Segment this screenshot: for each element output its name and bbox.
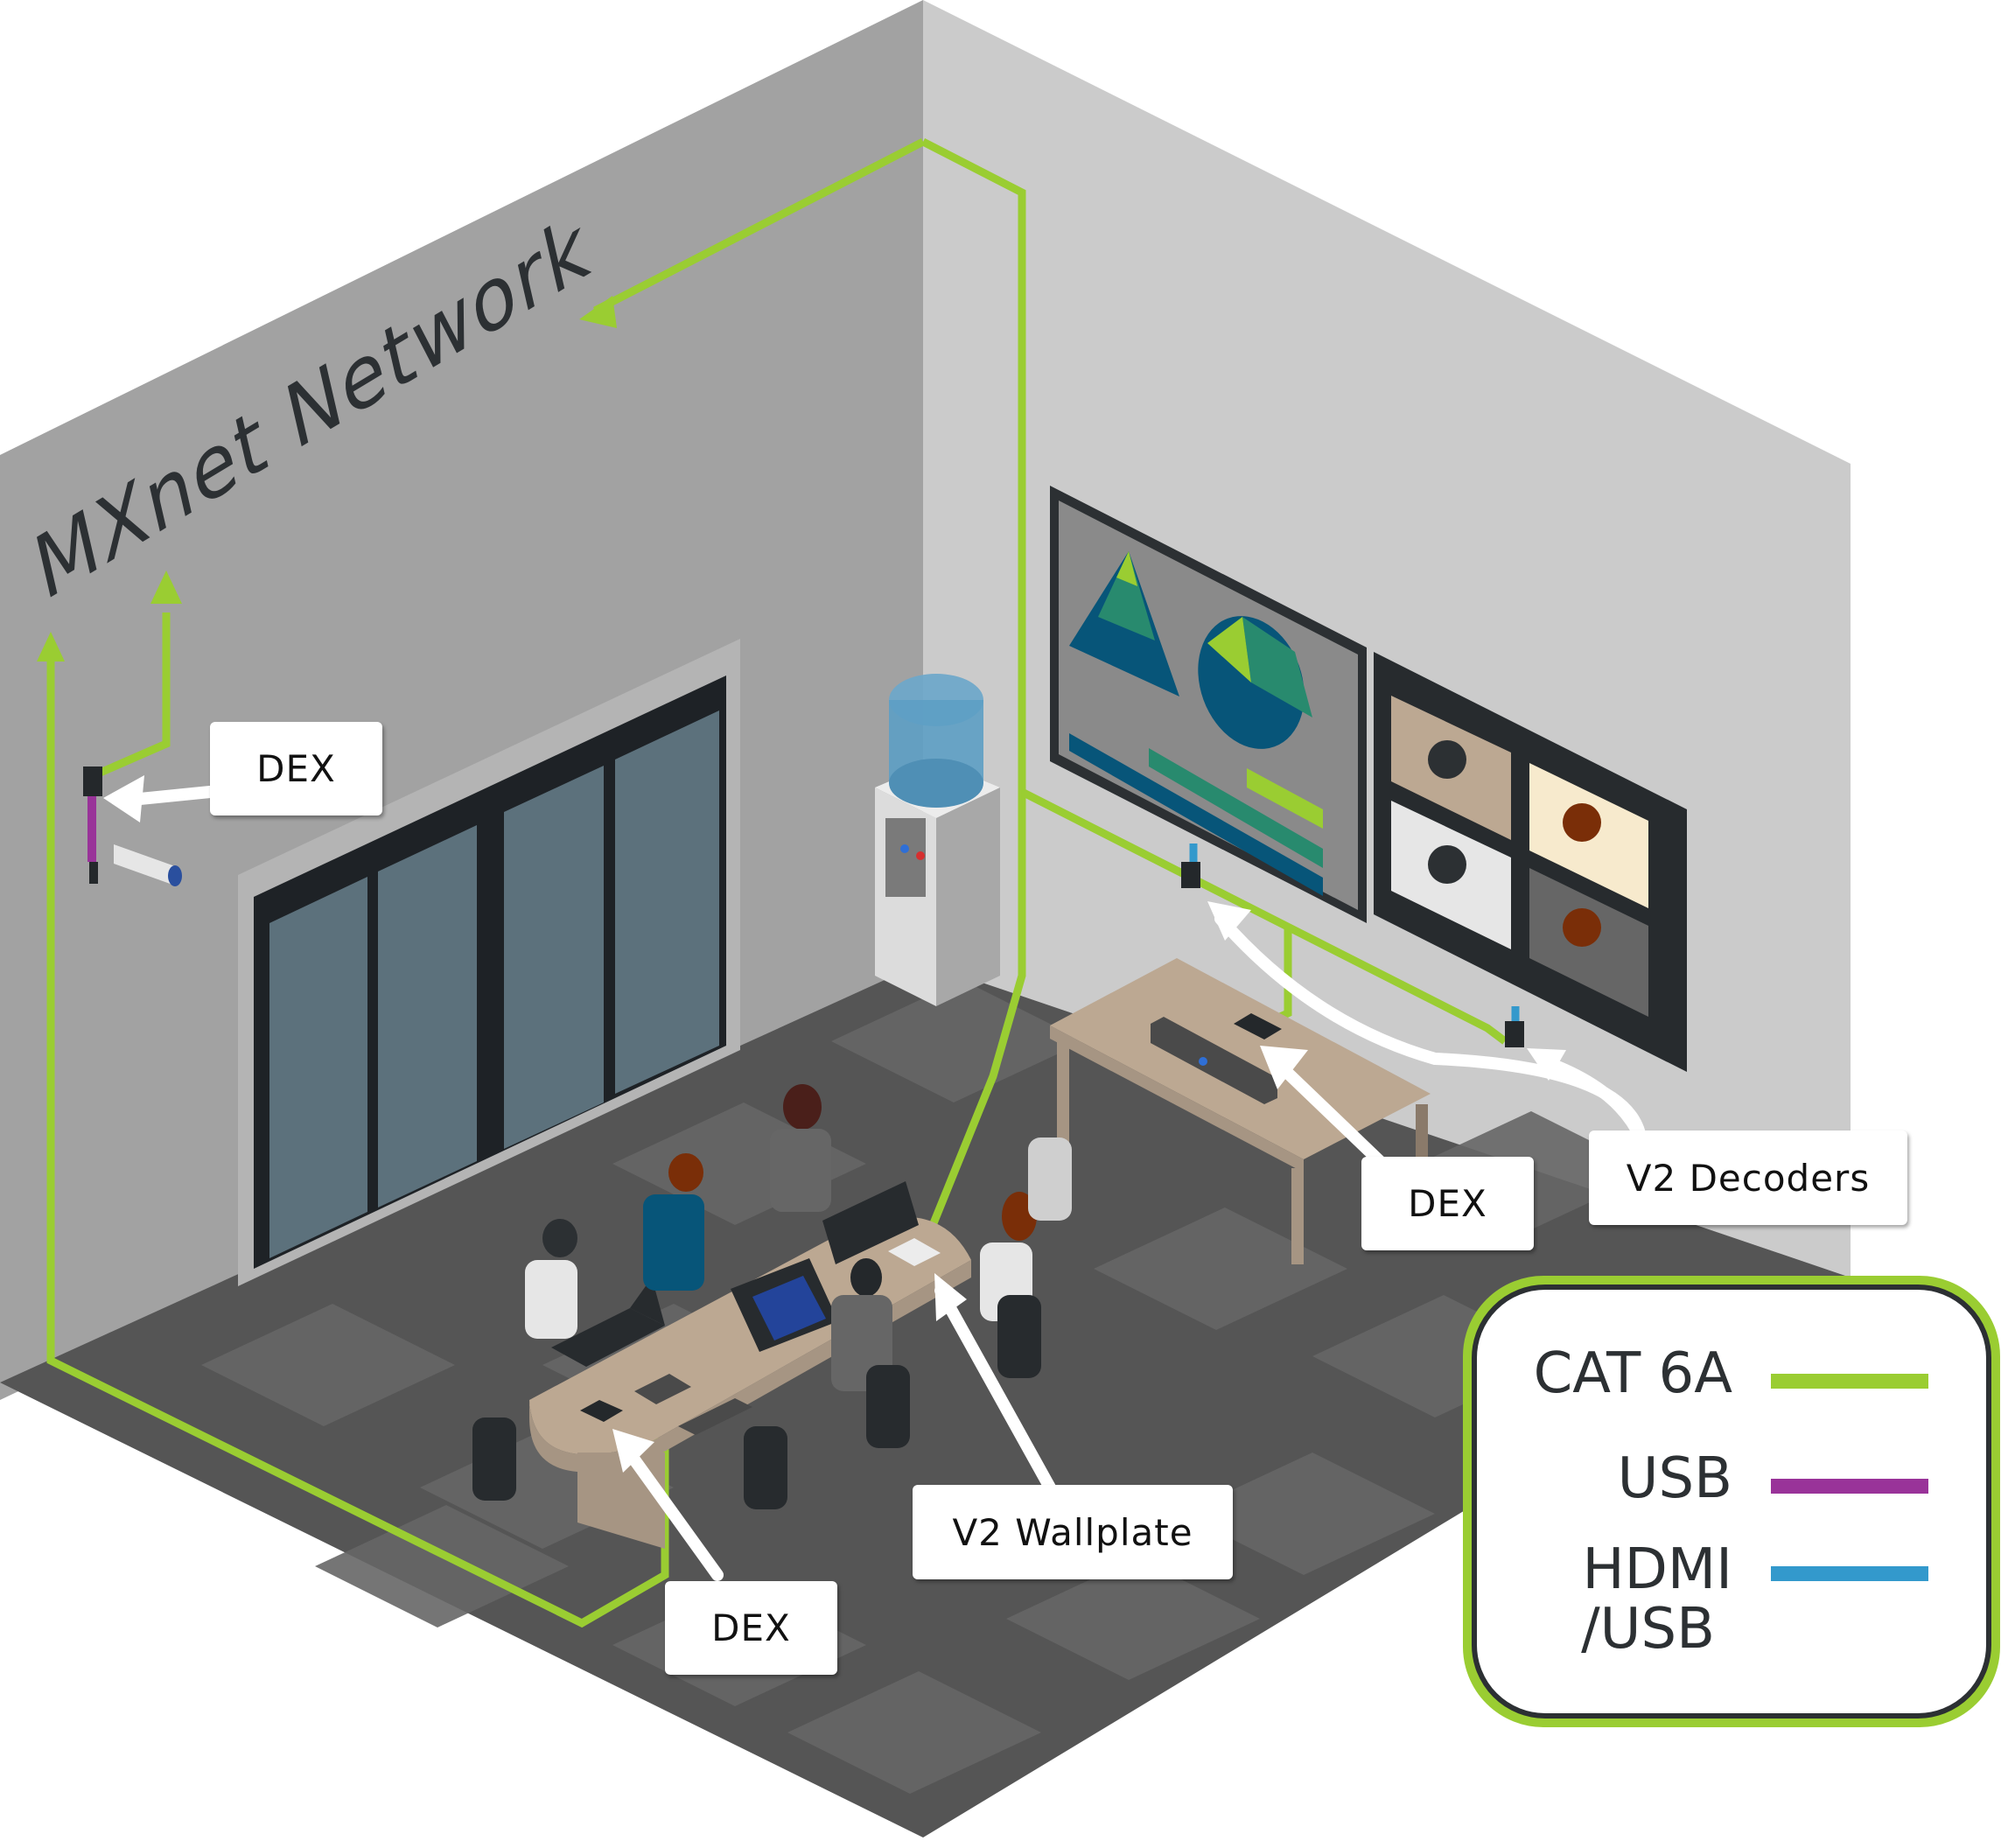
legend-label: CAT 6A xyxy=(1533,1341,1732,1406)
dex-device-camera xyxy=(83,766,102,796)
legend-swatch-usb xyxy=(1771,1479,1928,1494)
arrow-up-icon xyxy=(37,632,65,662)
dex-device-credenza xyxy=(1234,1013,1282,1040)
decoder-display1 xyxy=(1181,862,1200,888)
video-conference-display xyxy=(1374,652,1687,1072)
legend-swatch-hdmi-usb xyxy=(1771,1566,1928,1581)
door-panels xyxy=(269,710,719,1258)
dex-device-table xyxy=(580,1400,623,1422)
arrowhead-icon xyxy=(612,1429,654,1473)
conference-phone xyxy=(634,1374,691,1404)
glass-doors xyxy=(254,676,726,1269)
pointer-arrowheads xyxy=(103,775,1566,1473)
callout-label: V2 Decoders xyxy=(1626,1156,1871,1200)
presentation-display xyxy=(1050,486,1367,923)
legend-label: USB xyxy=(1617,1446,1732,1511)
keyboard xyxy=(678,1398,752,1435)
office-chairs xyxy=(472,1138,1072,1509)
arrow-up-icon xyxy=(150,570,182,604)
callout-dex-camera: DEX xyxy=(210,722,382,816)
arrowhead-icon xyxy=(1527,1048,1566,1081)
callout-pointers xyxy=(116,786,1647,1581)
security-camera xyxy=(89,844,182,886)
water-cooler xyxy=(875,674,1000,1006)
arrowhead-icon xyxy=(1207,901,1251,941)
callout-dex-table: DEX xyxy=(665,1581,837,1675)
arrowhead-icon xyxy=(1260,1046,1308,1089)
legend-item-hdmi-usb: HDMI /USB xyxy=(1477,1540,1986,1662)
legend-swatch-cat6a xyxy=(1771,1374,1928,1389)
decoder-display2 xyxy=(1505,1021,1524,1047)
callout-v2-wallplate: V2 Wallplate xyxy=(913,1485,1233,1579)
v2-wallplate-device xyxy=(888,1238,941,1266)
legend-label-line2: /USB xyxy=(1581,1597,1715,1662)
callout-label: DEX xyxy=(1408,1182,1487,1225)
network-arrowheads xyxy=(37,296,617,662)
legend-label-line1: HDMI xyxy=(1582,1537,1733,1602)
callout-label: DEX xyxy=(711,1606,791,1649)
soundbar-camera xyxy=(1151,1017,1277,1104)
legend-item-cat6a: CAT 6A xyxy=(1477,1344,1986,1404)
callout-label: DEX xyxy=(256,747,336,790)
callout-label: V2 Wallplate xyxy=(952,1510,1193,1554)
laptops xyxy=(551,1181,919,1367)
callout-v2-decoders: V2 Decoders xyxy=(1589,1130,1907,1225)
cable-legend: CAT 6A USB HDMI /USB xyxy=(1463,1276,2000,1727)
arrow-network-icon xyxy=(579,296,617,328)
legend-panel: CAT 6A USB HDMI /USB xyxy=(1472,1284,1991,1718)
arrowhead-icon xyxy=(934,1273,967,1321)
arrowhead-icon xyxy=(103,775,144,822)
callout-dex-credenza: DEX xyxy=(1361,1157,1534,1250)
legend-item-usb: USB xyxy=(1477,1449,1986,1508)
